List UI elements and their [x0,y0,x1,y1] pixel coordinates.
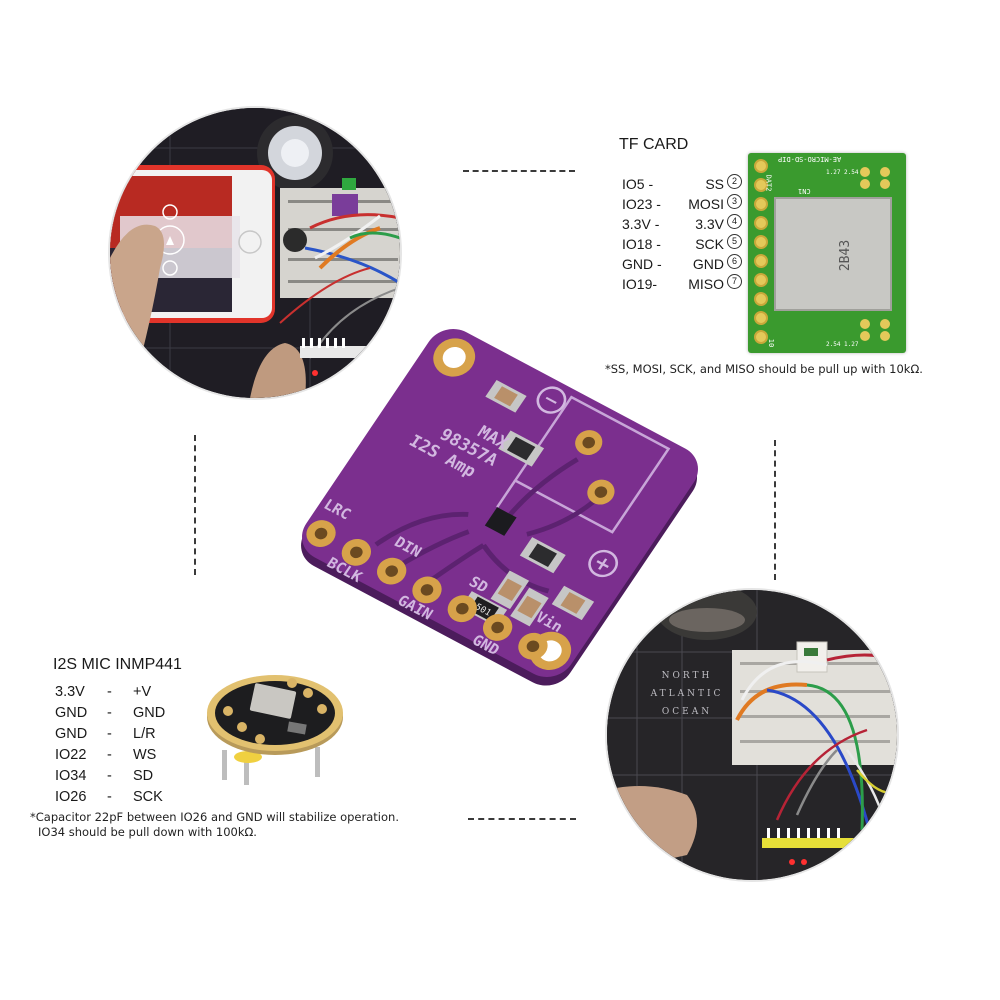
mic-pin-row: IO34 - SD [55,766,165,787]
dashed-connector-top [463,170,575,172]
mic-module-pin: GND [133,705,166,721]
mic-title: I2S MIC INMP441 [53,656,182,673]
header-pin-hole [526,640,540,652]
dashed-connector-left [194,435,196,575]
tf-card-pin: SCK [695,236,724,252]
map-text-ocean: OCEAN [662,707,712,717]
tf-card-pin: MOSI [688,196,724,212]
tf-header-label-bottom: 2.54 1.27 [826,341,859,348]
dashed-connector-right [774,440,776,580]
tf-esp-pin: 3.3V - [622,216,660,232]
tf-pin-label-bottom: 10 [767,338,776,348]
mic-pin-row: IO22 - WS [55,745,165,766]
mic-pin-table: 3.3V-+V GND-GND GND-L/R IO22-WS IO34-SD … [55,682,165,808]
tf-card-pin: GND [692,256,724,272]
mic-esp-pin: IO34 [55,768,87,784]
header-pin-hole [385,565,398,577]
mic-module-pin: L/R [133,726,156,742]
mic-separator: - [107,684,112,700]
mic-module-pin: SCK [133,789,163,805]
mic-esp-pin: IO26 [55,789,87,805]
tf-pin-number: 6 [727,254,742,269]
mic-note-line2: IO34 should be pull down with 100kΩ. [38,825,257,839]
tf-esp-pin: IO19- [622,276,658,292]
mic-module-pin: WS [133,747,157,763]
mic-separator: - [107,705,112,721]
header-pin-hole [420,584,434,596]
mic-pin-row: GND - GND [55,703,165,724]
mic-module-pin: +V [133,684,152,700]
mic-module-image [200,665,350,785]
mic-pin-row: GND - L/R [55,724,165,745]
tf-pin-number: 4 [727,214,742,229]
mic-esp-pin: 3.3V [55,684,85,700]
tf-card-note: *SS, MOSI, SCK, and MISO should be pull … [605,362,923,376]
mic-note-line1: *Capacitor 22pF between IO26 and GND wil… [30,810,399,824]
tf-card-pin: MISO [688,276,724,292]
tf-esp-pin: IO18 - [622,236,661,252]
tf-pin-number: 2 [727,174,742,189]
tf-board-label: AE-MICRO-SD-DIP [778,155,842,163]
mic-esp-pin: GND [55,705,88,721]
mic-esp-pin: IO22 [55,747,87,763]
header-pin-hole [491,621,504,634]
mic-pin-row: 3.3V - +V [55,682,165,703]
tf-pin-number: 3 [727,194,742,209]
mic-separator: - [107,768,112,784]
tf-card-pin: SS [705,176,724,192]
phone-demo-photo [110,108,400,398]
tf-esp-pin: IO5 - [622,176,654,192]
mic-esp-pin: GND [55,726,88,742]
mic-separator: - [107,789,112,805]
mic-note: *Capacitor 22pF between IO26 and GND wil… [30,810,399,840]
tf-header-label-top: 1.27 2.54 [826,169,859,176]
tf-pin-number: 5 [727,234,742,249]
mic-separator: - [107,747,112,763]
pin-label-sd: SD [466,573,492,596]
mic-module-pin: SD [133,768,154,784]
header-pin-hole [314,527,328,540]
map-text-atlantic: ATLANTIC [650,689,724,699]
tf-board-cn-label: CN1 [798,187,811,195]
tf-card-module-image: AE-MICRO-SD-DIP CN1 2B43 DAT2 10 1.27 2.… [748,153,906,353]
dashed-connector-bottom [468,818,576,820]
map-text-north: NORTH [662,671,713,681]
tf-slot-label: 2B43 [838,239,854,272]
mic-pin-row: IO26 - SCK [55,787,165,808]
breadboard-demo-photo: NORTH ATLANTIC OCEAN [607,590,897,880]
tf-pin-number: 7 [727,274,742,289]
tf-card-pin: 3.3V [695,216,724,232]
tf-esp-pin: GND - [622,256,662,272]
tf-card-title: TF CARD [619,136,689,153]
mic-separator: - [107,726,112,742]
tf-pin-label-top: DAT2 [764,174,773,192]
tf-esp-pin: IO23 - [622,196,661,212]
header-pin-hole [456,602,469,615]
header-pin-hole [350,546,363,559]
